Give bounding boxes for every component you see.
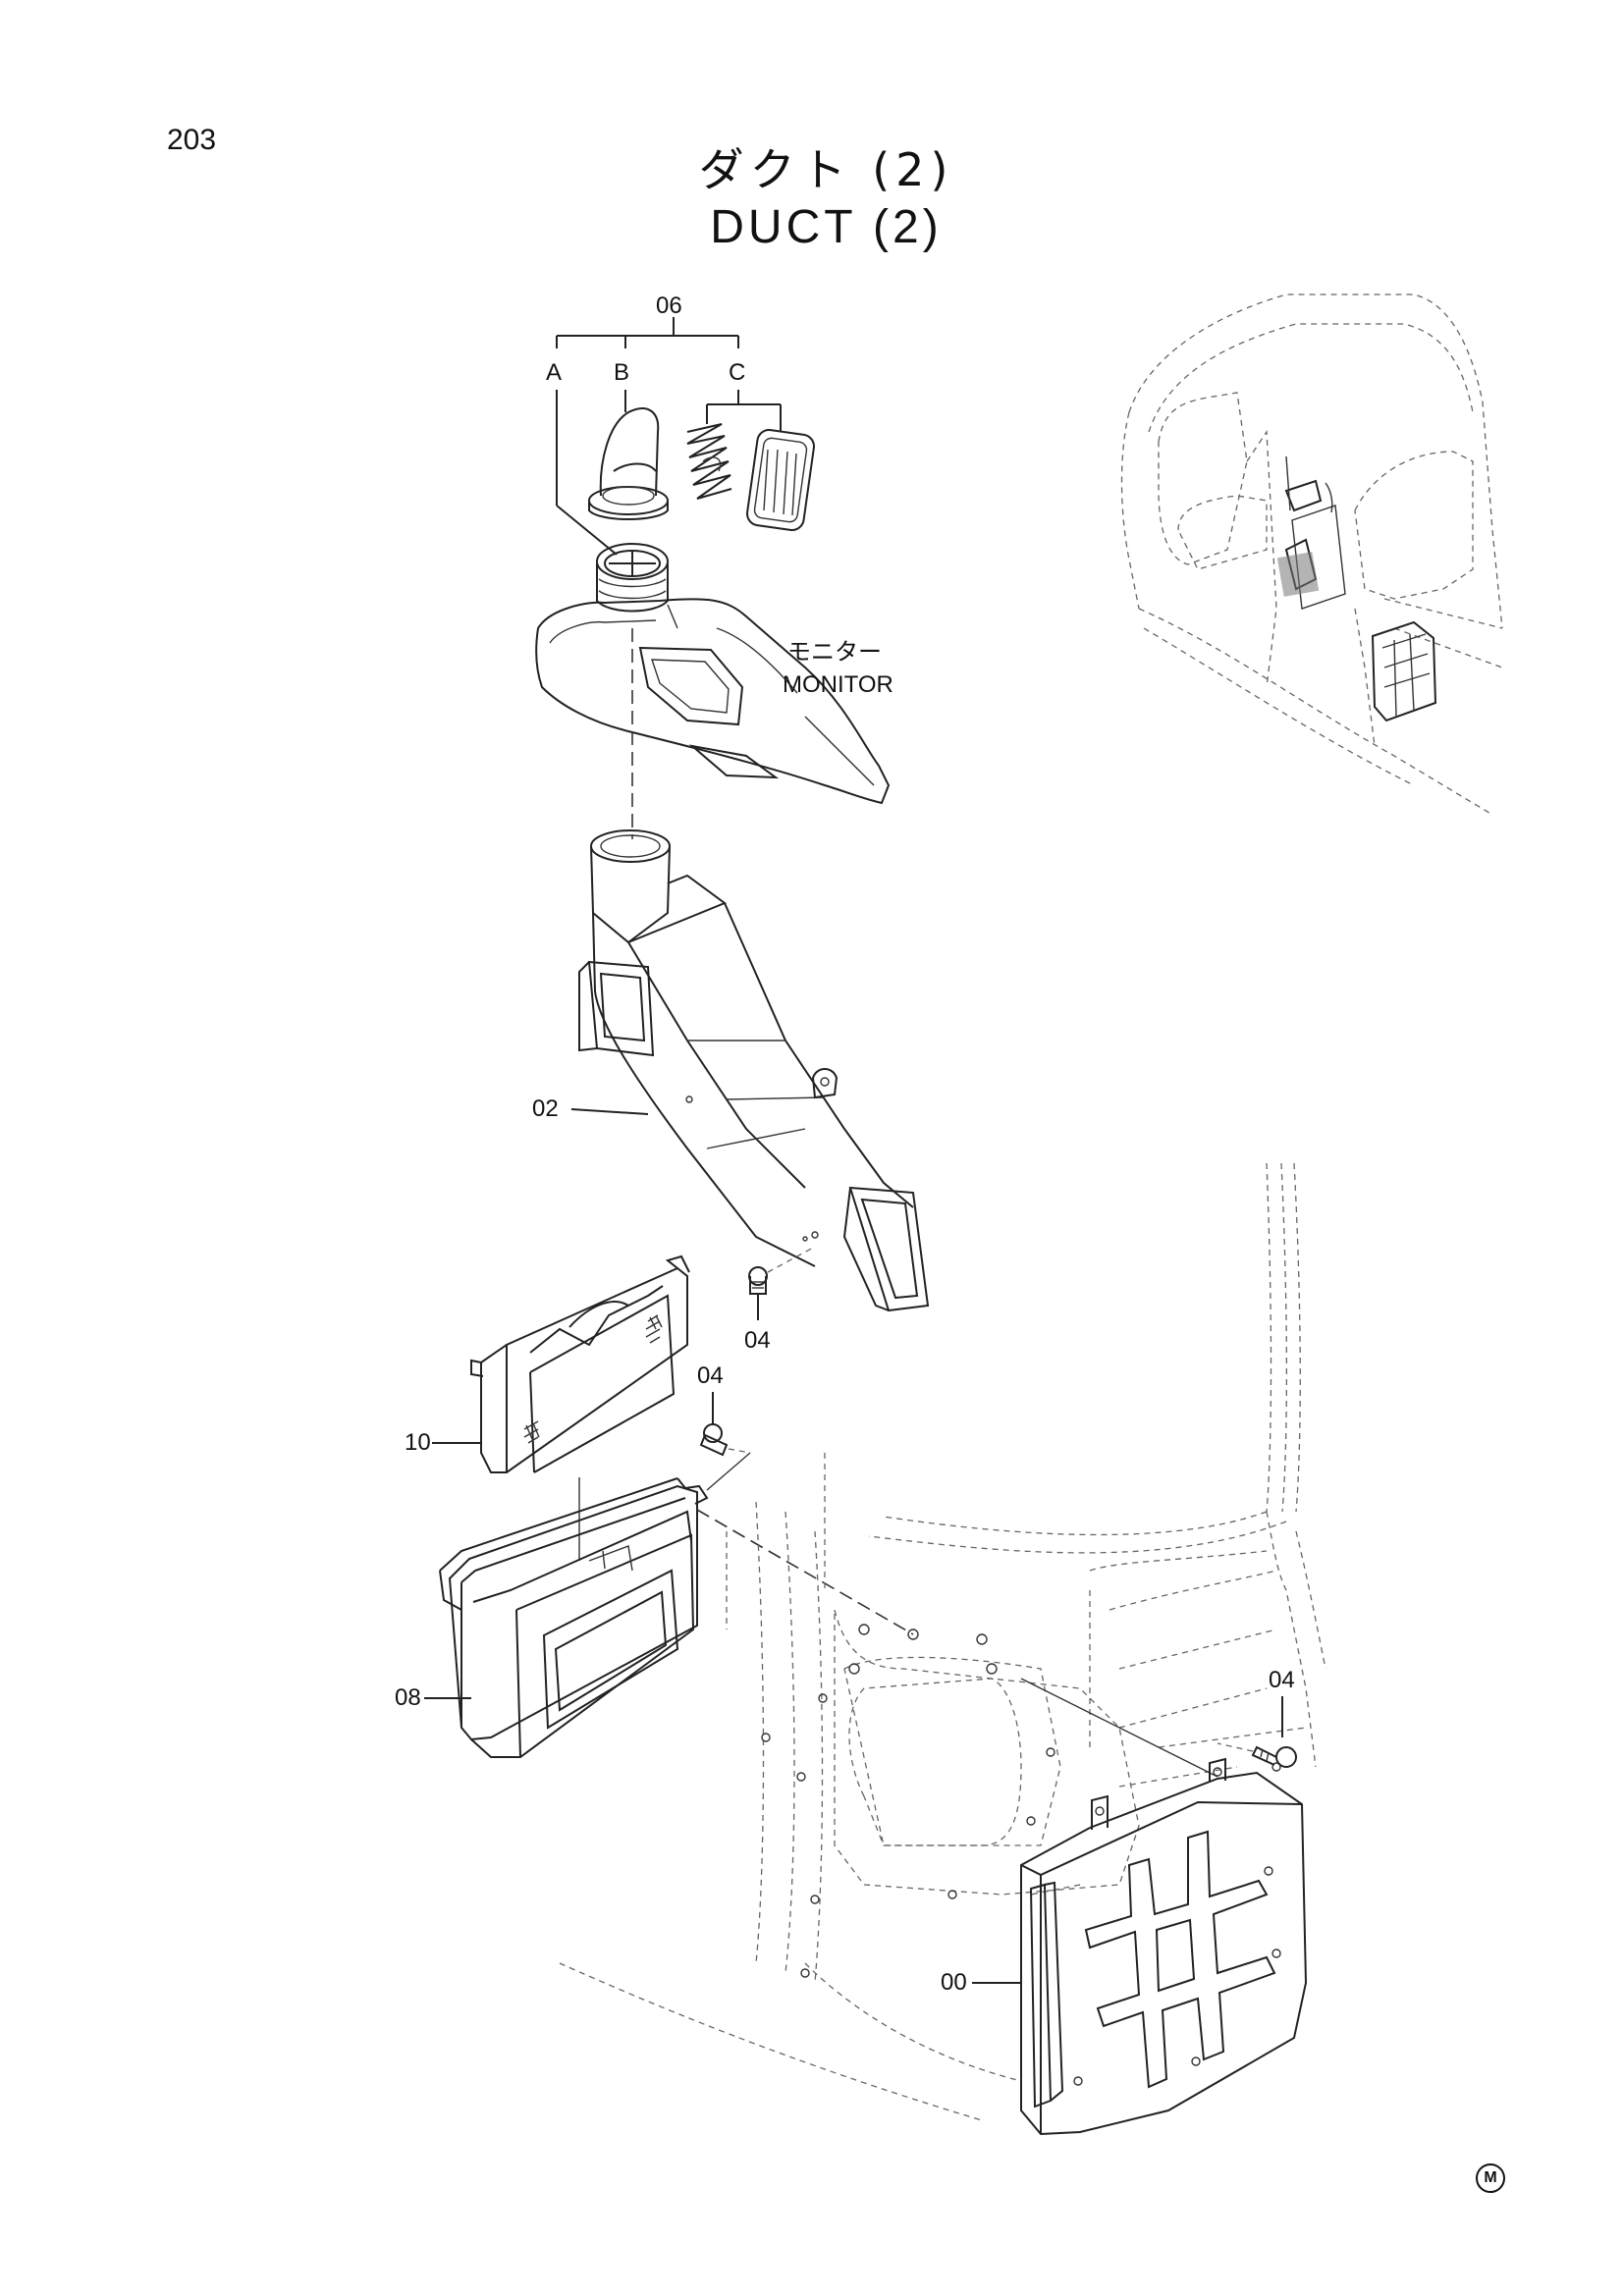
cab-rear-wall (559, 1162, 1326, 2121)
monitor-label-english: MONITOR (783, 671, 893, 698)
callout-bracket-06 (556, 317, 782, 556)
inset-cab-view (1120, 294, 1503, 816)
part-04-screw-upper (748, 1246, 816, 1320)
part-02-duct (578, 829, 930, 1312)
callout-06-b: B (614, 359, 630, 386)
monitor-console-housing (535, 598, 891, 805)
part-06c-clip-and-grille (686, 423, 815, 532)
callout-06-c: C (729, 359, 746, 386)
leader-02 (570, 1108, 649, 1115)
page-number: 203 (167, 124, 217, 156)
title-japanese: ダクト (2) (698, 143, 954, 196)
circled-m-mark: M (1476, 2163, 1505, 2193)
callout-04-right: 04 (1269, 1667, 1295, 1693)
callout-06: 06 (656, 293, 682, 319)
callout-08: 08 (395, 1684, 421, 1711)
callout-06-a: A (546, 359, 563, 386)
callout-02: 02 (532, 1095, 559, 1122)
part-04-screw-middle (699, 1392, 751, 1491)
monitor-label-japanese: モニター (787, 638, 882, 666)
part-08-filter-case (439, 1477, 709, 1758)
part-06a-round-vent (596, 543, 669, 613)
part-06b-nozzle (588, 407, 669, 520)
callout-00: 00 (941, 1969, 967, 1996)
callout-04-middle: 04 (697, 1362, 724, 1389)
callout-04-upper: 04 (744, 1327, 771, 1354)
callout-10: 10 (405, 1429, 431, 1456)
title-english: DUCT (2) (710, 201, 943, 253)
part-10-filter (470, 1255, 690, 1473)
part-04-screw-right (1217, 1696, 1297, 1768)
part-00-cover (1020, 1757, 1308, 2136)
